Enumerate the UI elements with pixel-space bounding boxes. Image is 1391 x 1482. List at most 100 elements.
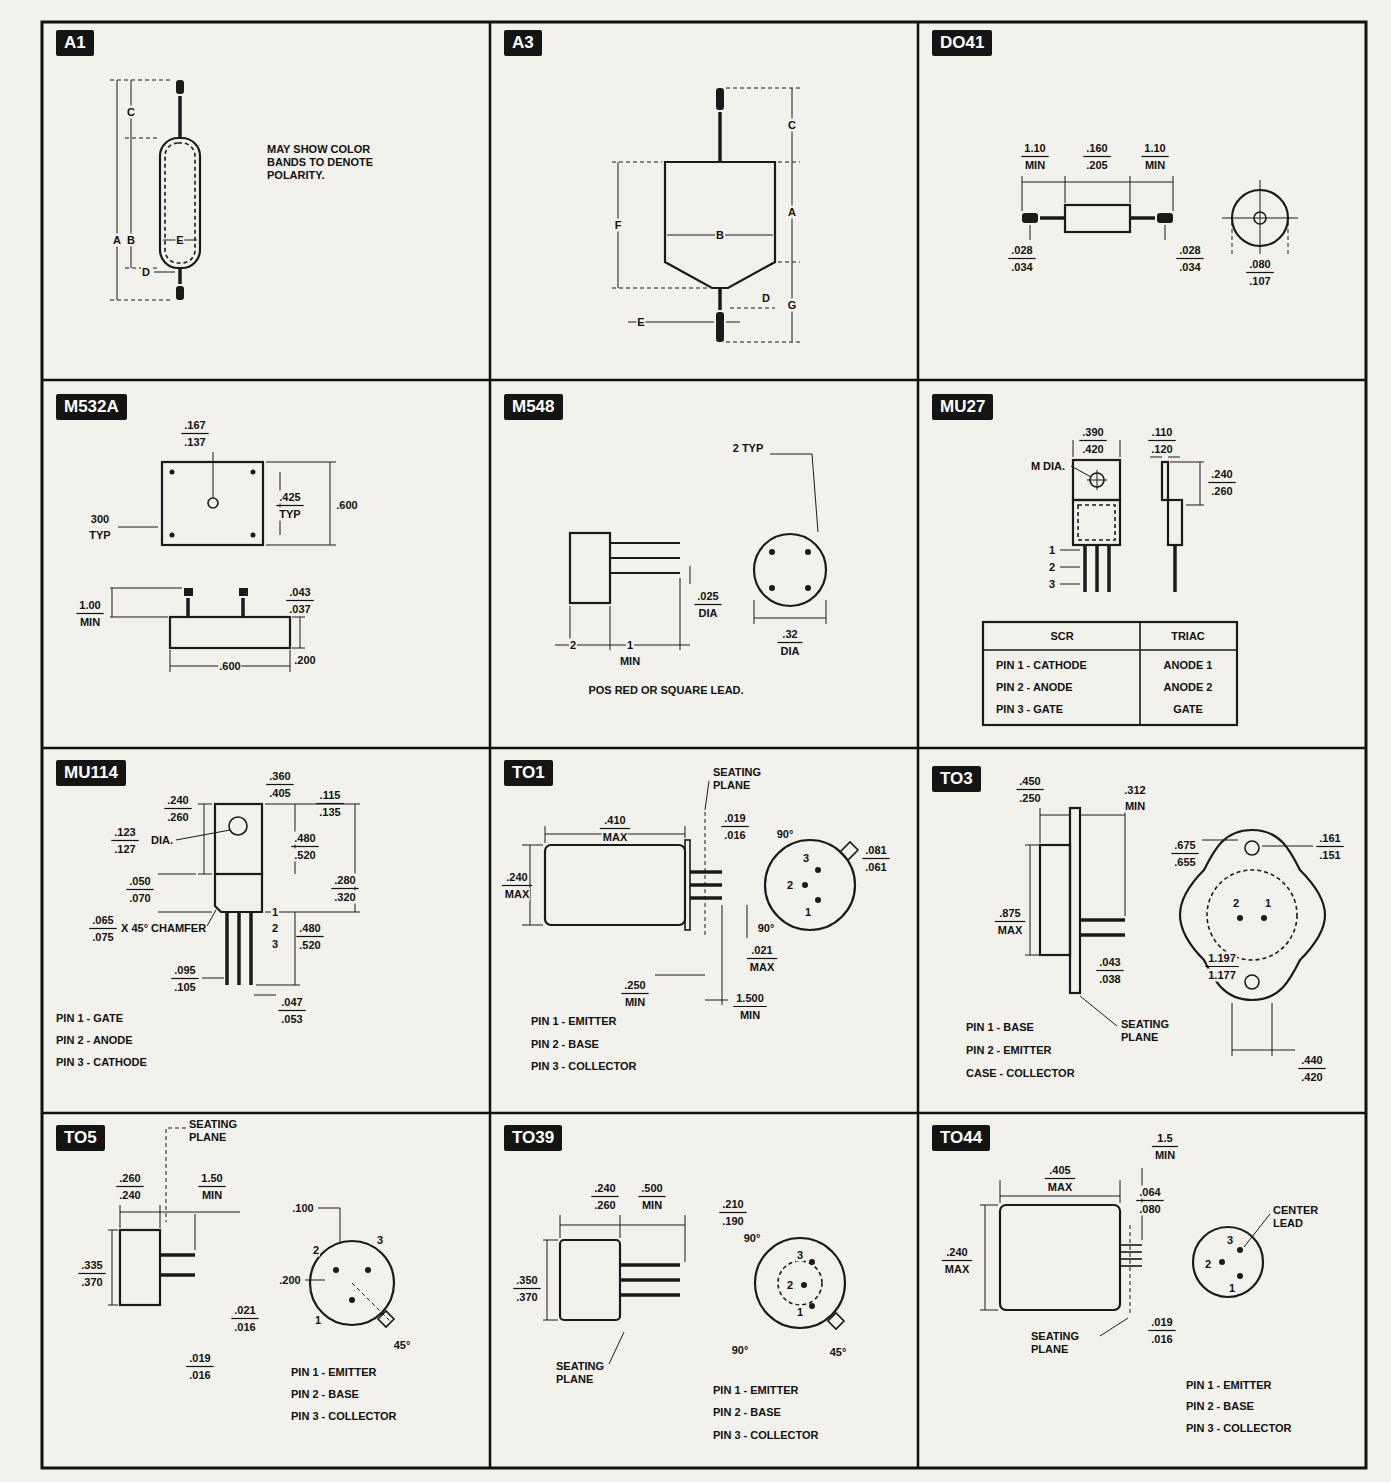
to5-package-drawing-part (160, 1273, 195, 1277)
dimension-label: .370 (515, 1291, 538, 1304)
to3-package-drawing (1025, 808, 1325, 1056)
to44-package-drawing-part (1193, 1227, 1263, 1297)
fraction-bar (694, 604, 721, 605)
fraction-bar (513, 1288, 540, 1289)
panel-grid-part (42, 747, 1366, 750)
dimension-label: .028 (1010, 244, 1033, 257)
a3-package-drawing-part (612, 288, 710, 289)
dimension-label: X 45° CHAMFER (120, 922, 207, 935)
do41-package-drawing-part (1157, 213, 1173, 223)
dimension-label: B (126, 234, 136, 247)
to1-package-drawing-part (545, 845, 685, 925)
case-style-tag: DO41 (932, 30, 992, 56)
dimension-label: .420 (1081, 443, 1104, 456)
m532a-package-drawing-part (170, 617, 290, 648)
mu27-package-drawing-part (1060, 550, 1080, 551)
dimension-label: 3 (376, 1234, 384, 1247)
to5-package-drawing-part (160, 1253, 195, 1257)
dimension-label: D (761, 292, 771, 305)
to5-package-drawing-part (120, 1230, 160, 1305)
dimension-label: .037 (288, 603, 311, 616)
fraction-bar (89, 928, 116, 929)
to3-package-drawing-part (1180, 830, 1325, 1000)
to3-package-drawing-part (1040, 845, 1070, 955)
to5-package-drawing-part (318, 1208, 340, 1244)
dimension-label: 1 (314, 1314, 322, 1327)
to39-package-drawing-part (620, 1263, 680, 1267)
dimension-label: PIN 1 - EMITTER (1185, 1379, 1273, 1392)
dimension-label: PIN 1 - BASE (965, 1021, 1035, 1034)
case-style-name: MU27 (940, 397, 985, 416)
fraction-bar (747, 958, 777, 959)
a3-package-drawing-part (718, 112, 722, 162)
dimension-label: .016 (1150, 1333, 1173, 1346)
mu27-package-drawing (983, 440, 1237, 725)
to3-package-drawing-part (1245, 841, 1259, 855)
dimension-label: 1 (804, 906, 812, 919)
to3-package-drawing-part (1040, 815, 1070, 816)
fraction-bar (198, 1186, 225, 1187)
dimension-label: 1.500 (735, 992, 765, 1005)
to3-package-drawing-part (1080, 815, 1125, 816)
dimension-label: MIN (1124, 800, 1146, 813)
to5-package-drawing-part (349, 1297, 355, 1303)
a3-package-drawing-part (726, 342, 800, 343)
dimension-label: G (787, 299, 798, 312)
do41-package-drawing-part (1040, 216, 1065, 220)
fraction-bar (1205, 966, 1239, 967)
dimension-label: 90° (731, 1344, 750, 1357)
fraction-bar (1083, 156, 1110, 157)
fraction-bar (1136, 1200, 1163, 1201)
m548-package-drawing-part (754, 600, 755, 624)
dimension-label: 1.10 (1143, 142, 1166, 155)
m548-package-drawing-part (754, 618, 826, 619)
dimension-label: .038 (1098, 973, 1121, 986)
fraction-bar (78, 1273, 105, 1274)
dimension-label: SEATING PLANE (188, 1118, 260, 1144)
to39-package-drawing-part (560, 1225, 685, 1226)
dimension-label: .135 (318, 806, 341, 819)
do41-package-drawing-part (1165, 225, 1166, 240)
a3-package-drawing (612, 88, 800, 342)
dimension-label: .016 (233, 1321, 256, 1334)
to44-package-drawing-part (1237, 1273, 1243, 1279)
dimension-label: 90° (776, 828, 795, 841)
dimension-label: .080 (1138, 1203, 1161, 1216)
dimension-label: .034 (1010, 261, 1033, 274)
dimension-label: .350 (515, 1274, 538, 1287)
to3-package-drawing-part (1025, 955, 1040, 956)
dimension-label: MIN (1144, 159, 1166, 172)
dimension-label: MAX (504, 888, 530, 901)
a3-package-drawing-part (716, 312, 724, 342)
to5-package-drawing-part (195, 1214, 196, 1250)
dimension-label: .480 (293, 832, 316, 845)
to39-package-drawing-part (547, 1240, 548, 1320)
dimension-label: B (715, 229, 725, 242)
dimension-label: .105 (173, 981, 196, 994)
mu27-package-drawing-part (1168, 500, 1182, 545)
to44-package-drawing-part (980, 1310, 998, 1311)
a1-package-drawing-part (117, 80, 118, 300)
m548-package-drawing-part (690, 566, 691, 584)
a3-package-drawing-part (726, 88, 800, 89)
mu114-package-drawing-part (202, 978, 224, 979)
to5-package-drawing-part (365, 1267, 371, 1273)
dimension-label: .115 (319, 789, 342, 802)
to44-package-drawing-part (1120, 1244, 1142, 1246)
dimension-label: .070 (128, 892, 151, 905)
to39-package-drawing-part (543, 1240, 558, 1241)
to1-package-drawing-part (690, 883, 722, 887)
dimension-label: .107 (1248, 275, 1271, 288)
case-style-tag: MU27 (932, 394, 993, 420)
to3-package-drawing-part (1080, 933, 1125, 937)
dimension-label: .200 (293, 654, 316, 667)
to3-package-drawing-part (1232, 1003, 1233, 1056)
dimension-label: MAX (944, 1263, 970, 1276)
m548-package-drawing-part (769, 585, 775, 591)
dimension-label: .405 (1048, 1164, 1071, 1177)
mu114-package-drawing-part (198, 804, 212, 805)
dimension-label: .080 (1248, 258, 1271, 271)
dimension-label: SEATING PLANE (1030, 1330, 1102, 1356)
do41-package-drawing-part (1022, 213, 1038, 223)
to39-package-drawing-part (809, 1259, 815, 1265)
